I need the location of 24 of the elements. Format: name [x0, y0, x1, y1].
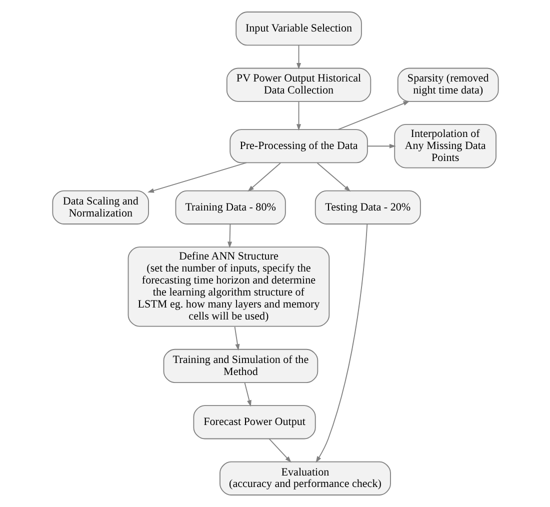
arrow: [244, 382, 251, 407]
node-box: Forecast Power Output: [192, 405, 316, 440]
node-box: PV Power Output Historical Data Collection: [226, 68, 371, 102]
node-box: Sparsity (removed night time data): [396, 68, 498, 102]
arrow: [227, 224, 232, 248]
arrow: [316, 162, 350, 192]
node-box: Evaluation (accuracy and performance check): [219, 461, 390, 496]
arrow: [366, 144, 396, 148]
node-box: Input Variable Selection: [235, 12, 362, 46]
arrow: [337, 101, 410, 130]
node-box: Testing Data - 20%: [314, 190, 420, 224]
node-box: Training and Simulation of the Method: [162, 348, 318, 383]
arrow: [296, 101, 301, 131]
arrow: [315, 224, 368, 463]
arrow: [268, 438, 291, 463]
node-box: Pre-Processing of the Data: [229, 129, 368, 164]
arrow: [296, 44, 301, 70]
arrow: [234, 326, 240, 351]
node-box: Training Data - 80%: [174, 190, 286, 224]
node-box: Data Scaling and Normalization: [52, 190, 148, 224]
arrow: [146, 162, 246, 193]
arrow: [247, 162, 280, 192]
node-box: Define ANN Structure (set the number of inputs, specify the forecasting time horizon and determine the learning algorithm structure of LSTM eg. how many layers and memory cells will be used): [127, 246, 330, 327]
node-box: Interpolation of Any Missing Data Points: [394, 124, 496, 168]
